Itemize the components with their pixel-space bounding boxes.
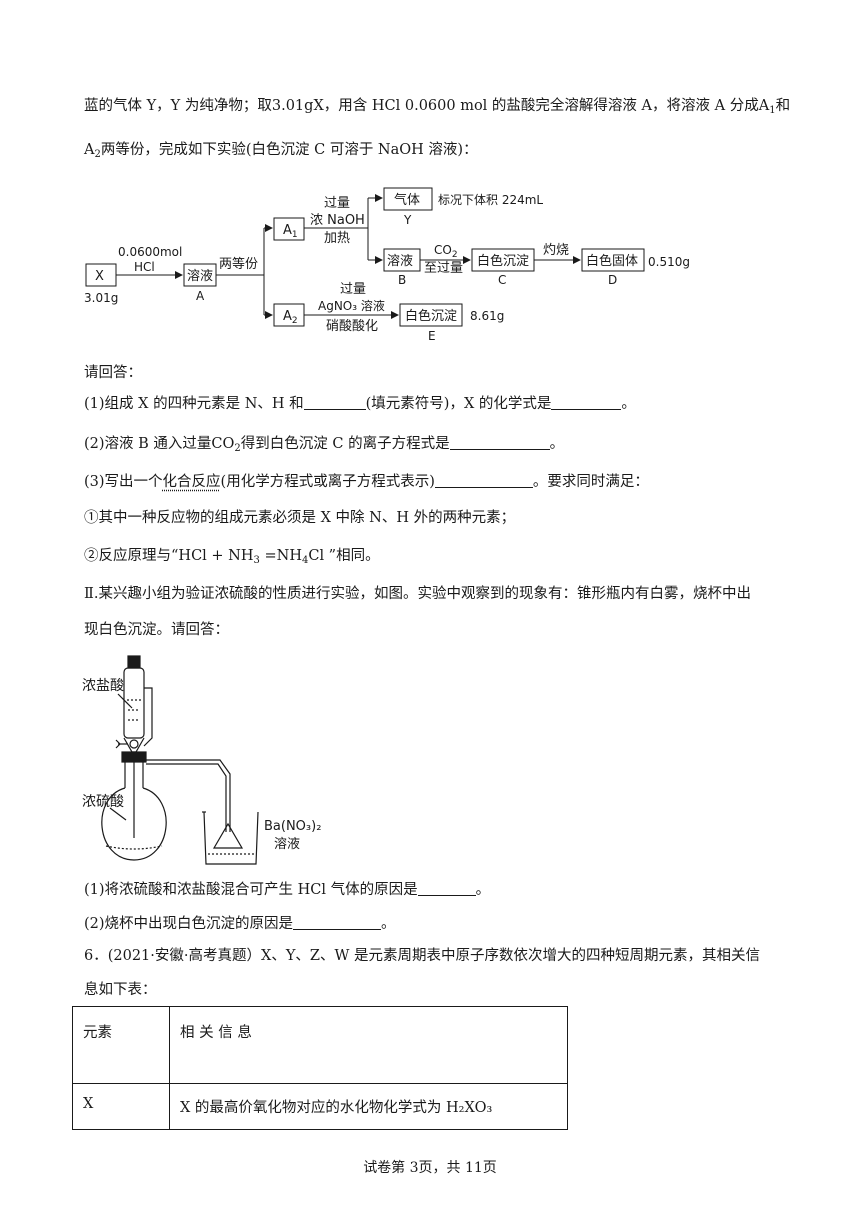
a2-box-label: A2 <box>283 309 298 326</box>
question-6-line-2: 息如下表： <box>84 982 157 998</box>
table-row: X X 的最高价氧化物对应的水化物化学式为 H₂XO₃ <box>72 1083 568 1130</box>
naoh-condition-2: 浓 NaOH <box>310 213 365 228</box>
please-answer: 请回答： <box>84 365 142 381</box>
split-label: 两等份 <box>219 256 258 272</box>
equation-part: HCl + NH <box>178 548 254 564</box>
condition-2: ②反应原理与“HCl + NH3 =NH4Cl ”相同。 <box>84 548 380 566</box>
emphasis-text: 化合反应 <box>162 474 221 490</box>
answer-blank[interactable] <box>434 473 533 488</box>
table-header-element: 元素 <box>72 1006 170 1084</box>
answer-blank[interactable] <box>449 435 550 450</box>
a1-symbol: A <box>758 98 770 114</box>
flow-diagram: X 3.01g 0.0600mol HCl 溶液 A 两等份 A1 A2 过量 … <box>84 187 690 343</box>
table-cell-element: X <box>72 1083 170 1130</box>
co2-label: CO2 <box>434 243 458 260</box>
element-info-table: 元素 相 关 信 息 X X 的最高价氧化物对应的水化物化学式为 H₂XO₃ <box>72 1006 568 1130</box>
part2-question-1: (1)将浓硫酸和浓盐酸混合可产生 HCl 气体的原因是。 <box>84 881 491 898</box>
a2-symbol: A <box>84 142 95 158</box>
intro-text-2: 两等份，完成如下实验(白色沉淀 C 可溶于 NaOH 溶液)： <box>100 142 478 158</box>
precipitate-e-box <box>399 303 463 327</box>
answer-blank[interactable] <box>551 395 622 410</box>
label-concentrated-hcl: 浓盐酸 <box>82 678 124 694</box>
condition-1: ①其中一种反应物的组成元素必须是 X 中除 N、H 外的两种元素； <box>84 510 516 526</box>
naoh-condition-3: 加热 <box>324 231 350 246</box>
question-1: (1)组成 X 的四种元素是 N、H 和(填元素符号)，X 的化学式是。 <box>84 395 636 412</box>
part2-question-2: (2)烧杯中出现白色沉淀的原因是。 <box>84 915 396 932</box>
agno3-condition-3: 硝酸酸化 <box>326 319 378 334</box>
a1-box <box>273 217 305 241</box>
intro-mass: 3.01gX <box>271 98 324 114</box>
a2-subscript: 2 <box>94 149 101 160</box>
answer-blank[interactable] <box>303 395 366 410</box>
label-barium-nitrate: Ba(NO₃)₂ <box>264 819 321 834</box>
question-2: (2)溶液 B 通入过量CO2得到白色沉淀 C 的离子方程式是。 <box>84 435 565 454</box>
solution-b-label: 溶液 <box>387 254 413 269</box>
co2-excess: 至过量 <box>424 261 463 276</box>
table-header-row: 元素 相 关 信 息 <box>72 1006 568 1084</box>
page-footer: 试卷第 3页，共 11页 <box>363 1160 497 1176</box>
naoh-condition-1: 过量 <box>324 196 350 211</box>
intro-line-2: A2两等份，完成如下实验(白色沉淀 C 可溶于 NaOH 溶液)： <box>84 140 478 165</box>
answer-blank[interactable] <box>417 881 476 896</box>
answer-blank[interactable] <box>293 915 382 930</box>
question-3: (3)写出一个化合反应(用化学方程式或离子方程式表示)。要求同时满足： <box>84 473 649 490</box>
part2-line-2: 现白色沉淀。请回答： <box>84 622 229 638</box>
gas-letter: Y <box>403 213 412 227</box>
solution-b-letter: B <box>398 273 406 287</box>
part2-line-1: Ⅱ.某兴趣小组为验证浓硫酸的性质进行实验，如图。实验中观察到的现象有：锥形瓶内有… <box>84 586 751 602</box>
table-cell-info: X 的最高价氧化物对应的水化物化学式为 H₂XO₃ <box>169 1083 568 1130</box>
a1-subscript: 1 <box>769 105 776 116</box>
precipitate-c-letter: C <box>498 273 506 287</box>
gas-y-box <box>383 187 433 211</box>
table-header-info: 相 关 信 息 <box>169 1006 568 1084</box>
gas-volume: 标况下体积 224mL <box>438 193 543 207</box>
precipitate-e-letter: E <box>428 329 436 343</box>
label-solution: 溶液 <box>274 837 300 852</box>
x-box-label: X <box>95 269 104 284</box>
solid-d-label: 白色固体 <box>586 253 638 269</box>
intro-text-c: 和 <box>775 98 791 114</box>
solid-d-box <box>581 248 645 272</box>
agno3-condition-1: 过量 <box>340 282 366 297</box>
solution-a-label: 溶液 <box>187 269 213 284</box>
intro-line-1: 蓝的气体 Y，Y 为纯净物；取3.01gX，用含 HCl 0.0600 mol … <box>84 96 790 121</box>
precipitate-e-mass: 8.61g <box>470 309 504 323</box>
label-concentrated-h2so4: 浓硫酸 <box>82 794 124 810</box>
intro-text: 蓝的气体 Y，Y 为纯净物；取 <box>84 98 272 114</box>
precipitate-c-label: 白色沉淀 <box>477 253 529 269</box>
solid-d-letter: D <box>608 273 617 287</box>
agno3-condition-2: AgNO₃ 溶液 <box>318 298 385 313</box>
intro-text-b: ，用含 HCl 0.0600 mol 的盐酸完全溶解得溶液 A，将溶液 A 分成 <box>323 98 759 114</box>
a1-box-label: A1 <box>283 223 298 240</box>
burn-label: 灼烧 <box>543 243 569 258</box>
co2-formula: CO <box>211 436 235 452</box>
apparatus-diagram: 浓盐酸 浓硫酸 Ba(NO₃)₂ 溶液 <box>82 655 321 865</box>
gas-box-label: 气体 <box>394 192 420 208</box>
precipitate-e-label: 白色沉淀 <box>405 308 457 324</box>
question-6-line-1: 6．(2021·安徽·高考真题）X、Y、Z、W 是元素周期表中原子序数依次增大的… <box>84 948 760 964</box>
hcl-label: HCl <box>134 260 155 274</box>
hcl-amount: 0.0600mol <box>118 245 182 259</box>
solid-d-mass: 0.510g <box>648 255 690 269</box>
x-mass: 3.01g <box>84 291 118 305</box>
solution-a-letter: A <box>196 289 205 303</box>
